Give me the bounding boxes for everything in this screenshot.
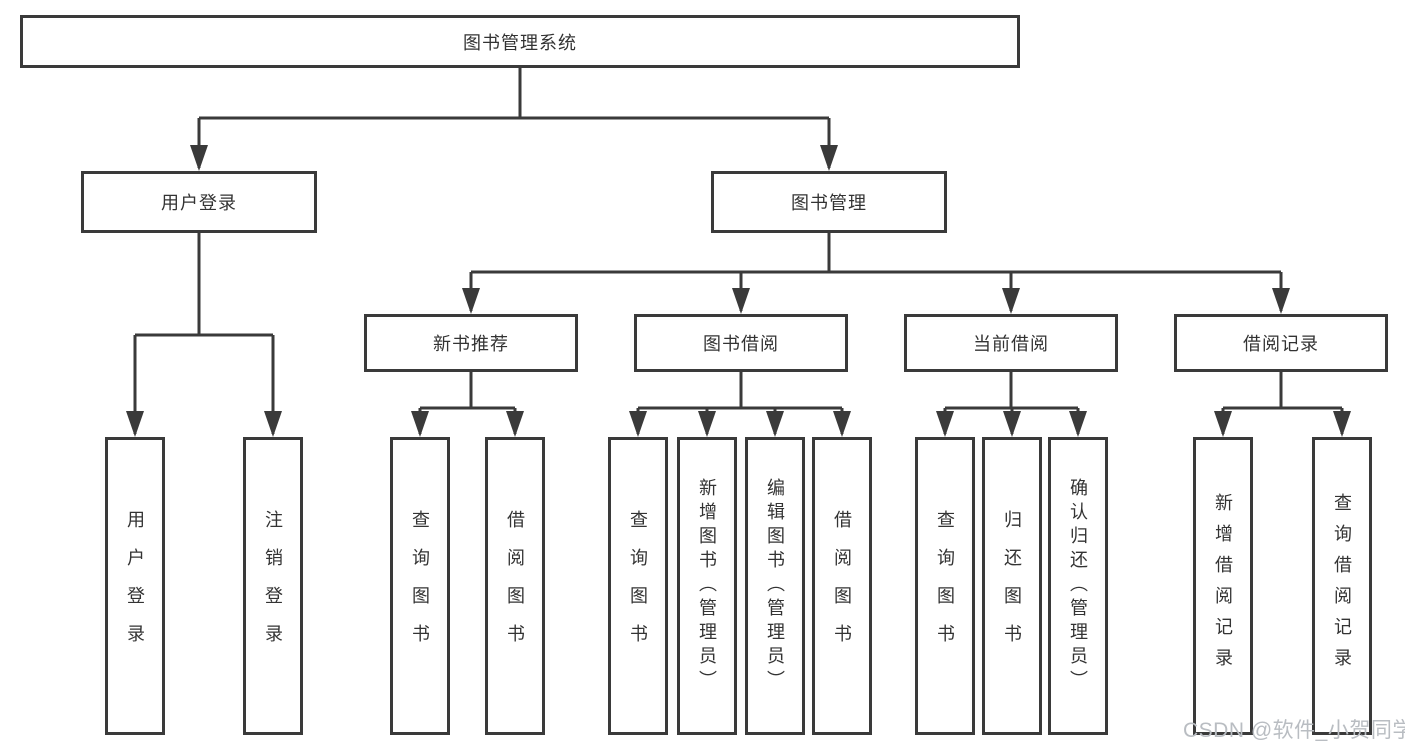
leaf-query-books-3: 查询图书 xyxy=(915,437,975,735)
leaf-confirm-return-admin: 确认归还（管理员） xyxy=(1048,437,1108,735)
leaf-label: 确认归还（管理员） xyxy=(1068,478,1088,694)
leaf-label: 归还图书 xyxy=(1002,510,1022,662)
leaf-borrow-books-2: 借阅图书 xyxy=(812,437,872,735)
node-book-borrowing: 图书借阅 xyxy=(634,314,848,372)
leaf-label: 用户登录 xyxy=(125,510,145,662)
leaf-add-borrow-record: 新增借阅记录 xyxy=(1193,437,1253,735)
leaf-label: 借阅图书 xyxy=(505,510,525,662)
leaf-label: 查询图书 xyxy=(410,510,430,662)
leaf-label: 查询图书 xyxy=(628,510,648,662)
leaf-query-borrow-record: 查询借阅记录 xyxy=(1312,437,1372,735)
node-borrowing-records: 借阅记录 xyxy=(1174,314,1388,372)
leaf-label: 注销登录 xyxy=(263,510,283,662)
leaf-label: 新增借阅记录 xyxy=(1213,493,1233,679)
node-new-book-recommend: 新书推荐 xyxy=(364,314,578,372)
leaf-label: 借阅图书 xyxy=(832,510,852,662)
leaf-label: 编辑图书（管理员） xyxy=(765,478,785,694)
leaf-borrow-books-1: 借阅图书 xyxy=(485,437,545,735)
leaf-user-login: 用户登录 xyxy=(105,437,165,735)
leaf-edit-books-admin: 编辑图书（管理员） xyxy=(745,437,805,735)
leaf-query-books-1: 查询图书 xyxy=(390,437,450,735)
node-book-management: 图书管理 xyxy=(711,171,947,233)
node-current-borrowing: 当前借阅 xyxy=(904,314,1118,372)
node-user-login: 用户登录 xyxy=(81,171,317,233)
leaf-logout: 注销登录 xyxy=(243,437,303,735)
leaf-label: 查询借阅记录 xyxy=(1332,493,1352,679)
leaf-label: 查询图书 xyxy=(935,510,955,662)
watermark: CSDN @软件_小贺同学 xyxy=(1183,719,1405,742)
node-library-system: 图书管理系统 xyxy=(20,15,1020,68)
leaf-query-books-2: 查询图书 xyxy=(608,437,668,735)
leaf-return-books: 归还图书 xyxy=(982,437,1042,735)
leaf-label: 新增图书（管理员） xyxy=(697,478,717,694)
leaf-add-books-admin: 新增图书（管理员） xyxy=(677,437,737,735)
